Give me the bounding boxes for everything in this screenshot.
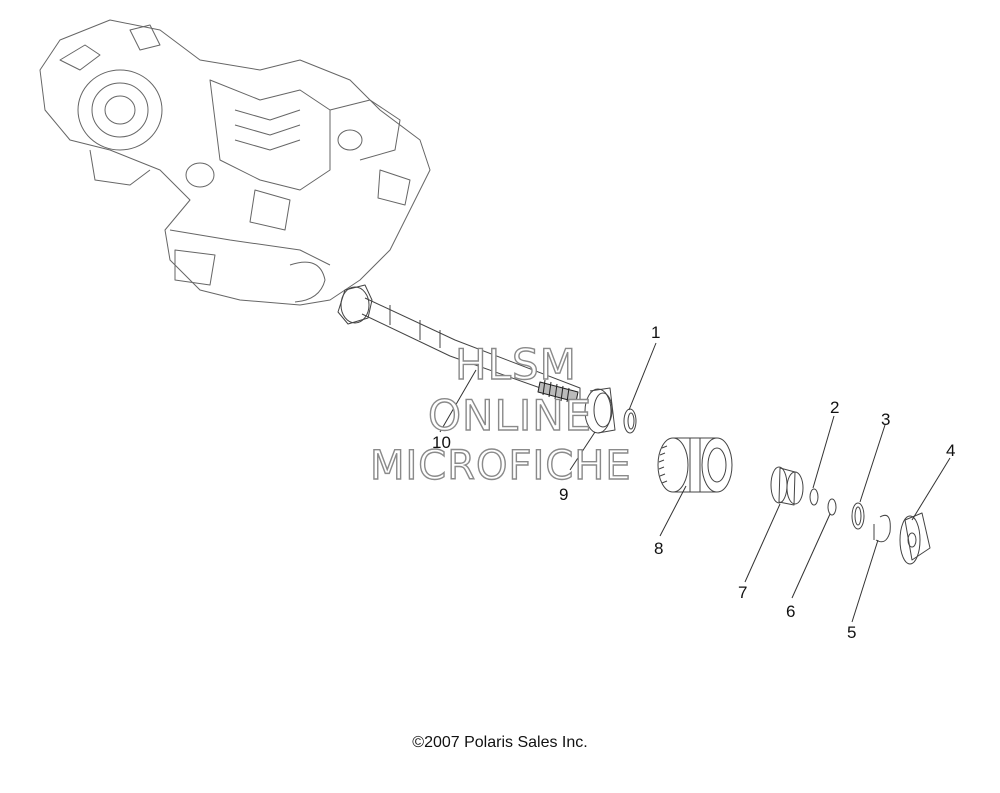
callout-7: 7 <box>738 583 748 602</box>
callout-9: 9 <box>559 485 569 504</box>
part-5-circlip <box>873 514 891 543</box>
engine-assembly <box>39 19 431 306</box>
callout-2: 2 <box>830 398 840 417</box>
part-9-bearing <box>584 387 616 434</box>
part-4-cap <box>899 512 931 565</box>
part-7-bushing <box>770 466 804 506</box>
part-10-shaft <box>337 284 581 403</box>
callout-1: 1 <box>651 323 661 342</box>
watermark-line-1: HLSM <box>454 340 577 389</box>
callout-3: 3 <box>881 410 891 429</box>
part-1-ring <box>623 408 637 434</box>
leader-lines <box>439 342 951 623</box>
callout-6: 6 <box>786 602 796 621</box>
callout-8: 8 <box>654 539 664 558</box>
callout-10: 10 <box>432 433 451 452</box>
part-8-gear <box>657 437 733 493</box>
watermark-line-2: ONLINE <box>427 391 593 440</box>
callout-4: 4 <box>946 441 956 460</box>
part-3-ring <box>851 502 865 530</box>
copyright-notice: ©2007 Polaris Sales Inc. <box>412 734 588 751</box>
watermark-line-3: MICROFICHE <box>369 443 632 489</box>
callout-5: 5 <box>847 623 857 642</box>
part-6-washer <box>827 498 837 516</box>
part-2-washer <box>809 488 819 506</box>
